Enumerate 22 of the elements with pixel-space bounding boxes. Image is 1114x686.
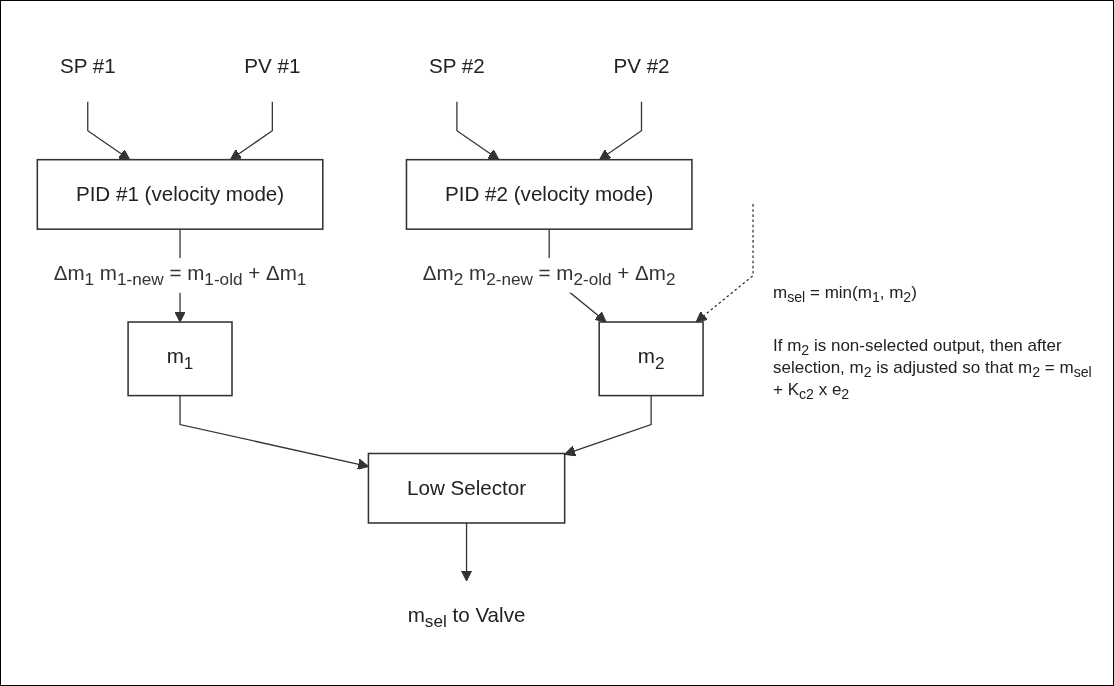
node-text: PV #1 [244,55,301,77]
node-box: m$_{2}$ [598,320,704,396]
arrow [695,203,754,323]
node-box: m$_{1}$ [127,320,233,396]
edge-label: Δm$_{2}$ m$_{2-new}$ = m$_{2-old}$ + Δm$_{2}$ [422,261,676,289]
node-box: PID #1 (velocity mode) [36,158,324,230]
node-text: SP #2 [429,55,485,77]
note-text: m$_{sel}$ = min(m$_{1}$, m$_{2}$) [773,283,918,306]
arrow [460,521,473,582]
arrow [456,100,500,160]
node-text: m$_{sel}$ to Valve [407,603,526,631]
arrow [87,100,131,160]
edge-label: Δm$_{1}$ m$_{1-new}$ = m$_{1-old}$ + Δm$_{1}$ [53,261,307,289]
arrow [229,100,273,160]
node-box: Low Selector [367,452,566,524]
node-box: PID #2 (velocity mode) [405,158,693,230]
node-text: SP #1 [59,55,116,77]
node-text: PV #2 [613,55,670,77]
note-text: If m$_{2}$ is non-selected output, then after selection, m$_{2}$ is adjusted so that m$_{2}$ = m$_{sel}$ + K$_{c2}$ x e$_{2}$ [773,335,1093,403]
arrow [599,100,643,160]
arrow [564,394,652,457]
arrow [179,394,369,470]
